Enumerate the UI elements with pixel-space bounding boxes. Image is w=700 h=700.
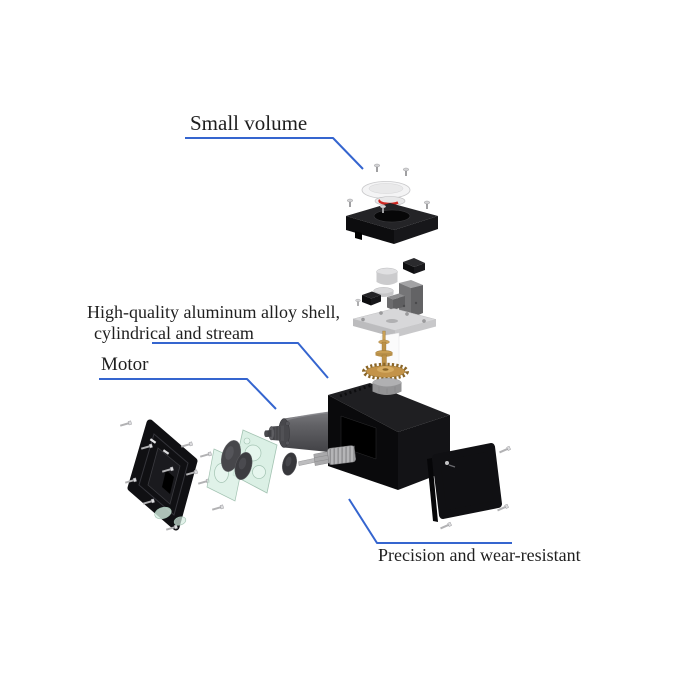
control-stack-part bbox=[352, 258, 437, 338]
side-cover-part bbox=[427, 443, 511, 531]
top-cap-assembly-part bbox=[346, 163, 438, 244]
motor-leader-line bbox=[99, 378, 277, 410]
shell-label-line1: High-quality aluminum alloy shell, bbox=[87, 302, 340, 322]
precision-label: Precision and wear-resistant bbox=[378, 545, 581, 565]
shell-leader-line bbox=[152, 342, 329, 379]
motor-label: Motor bbox=[101, 354, 149, 375]
reduction-gears-part bbox=[221, 440, 253, 480]
small-volume-label: Small volume bbox=[190, 111, 308, 135]
leader-lines bbox=[99, 137, 512, 544]
output-shaft-gear-part bbox=[362, 330, 409, 395]
worm-gear-part bbox=[282, 445, 356, 476]
shell-label-line2: cylindrical and stream bbox=[94, 322, 254, 343]
small-volume-leader-line bbox=[185, 137, 364, 170]
precision-leader-line bbox=[348, 498, 512, 544]
shell-label: High-quality aluminum alloy shell, cylin… bbox=[87, 302, 340, 344]
